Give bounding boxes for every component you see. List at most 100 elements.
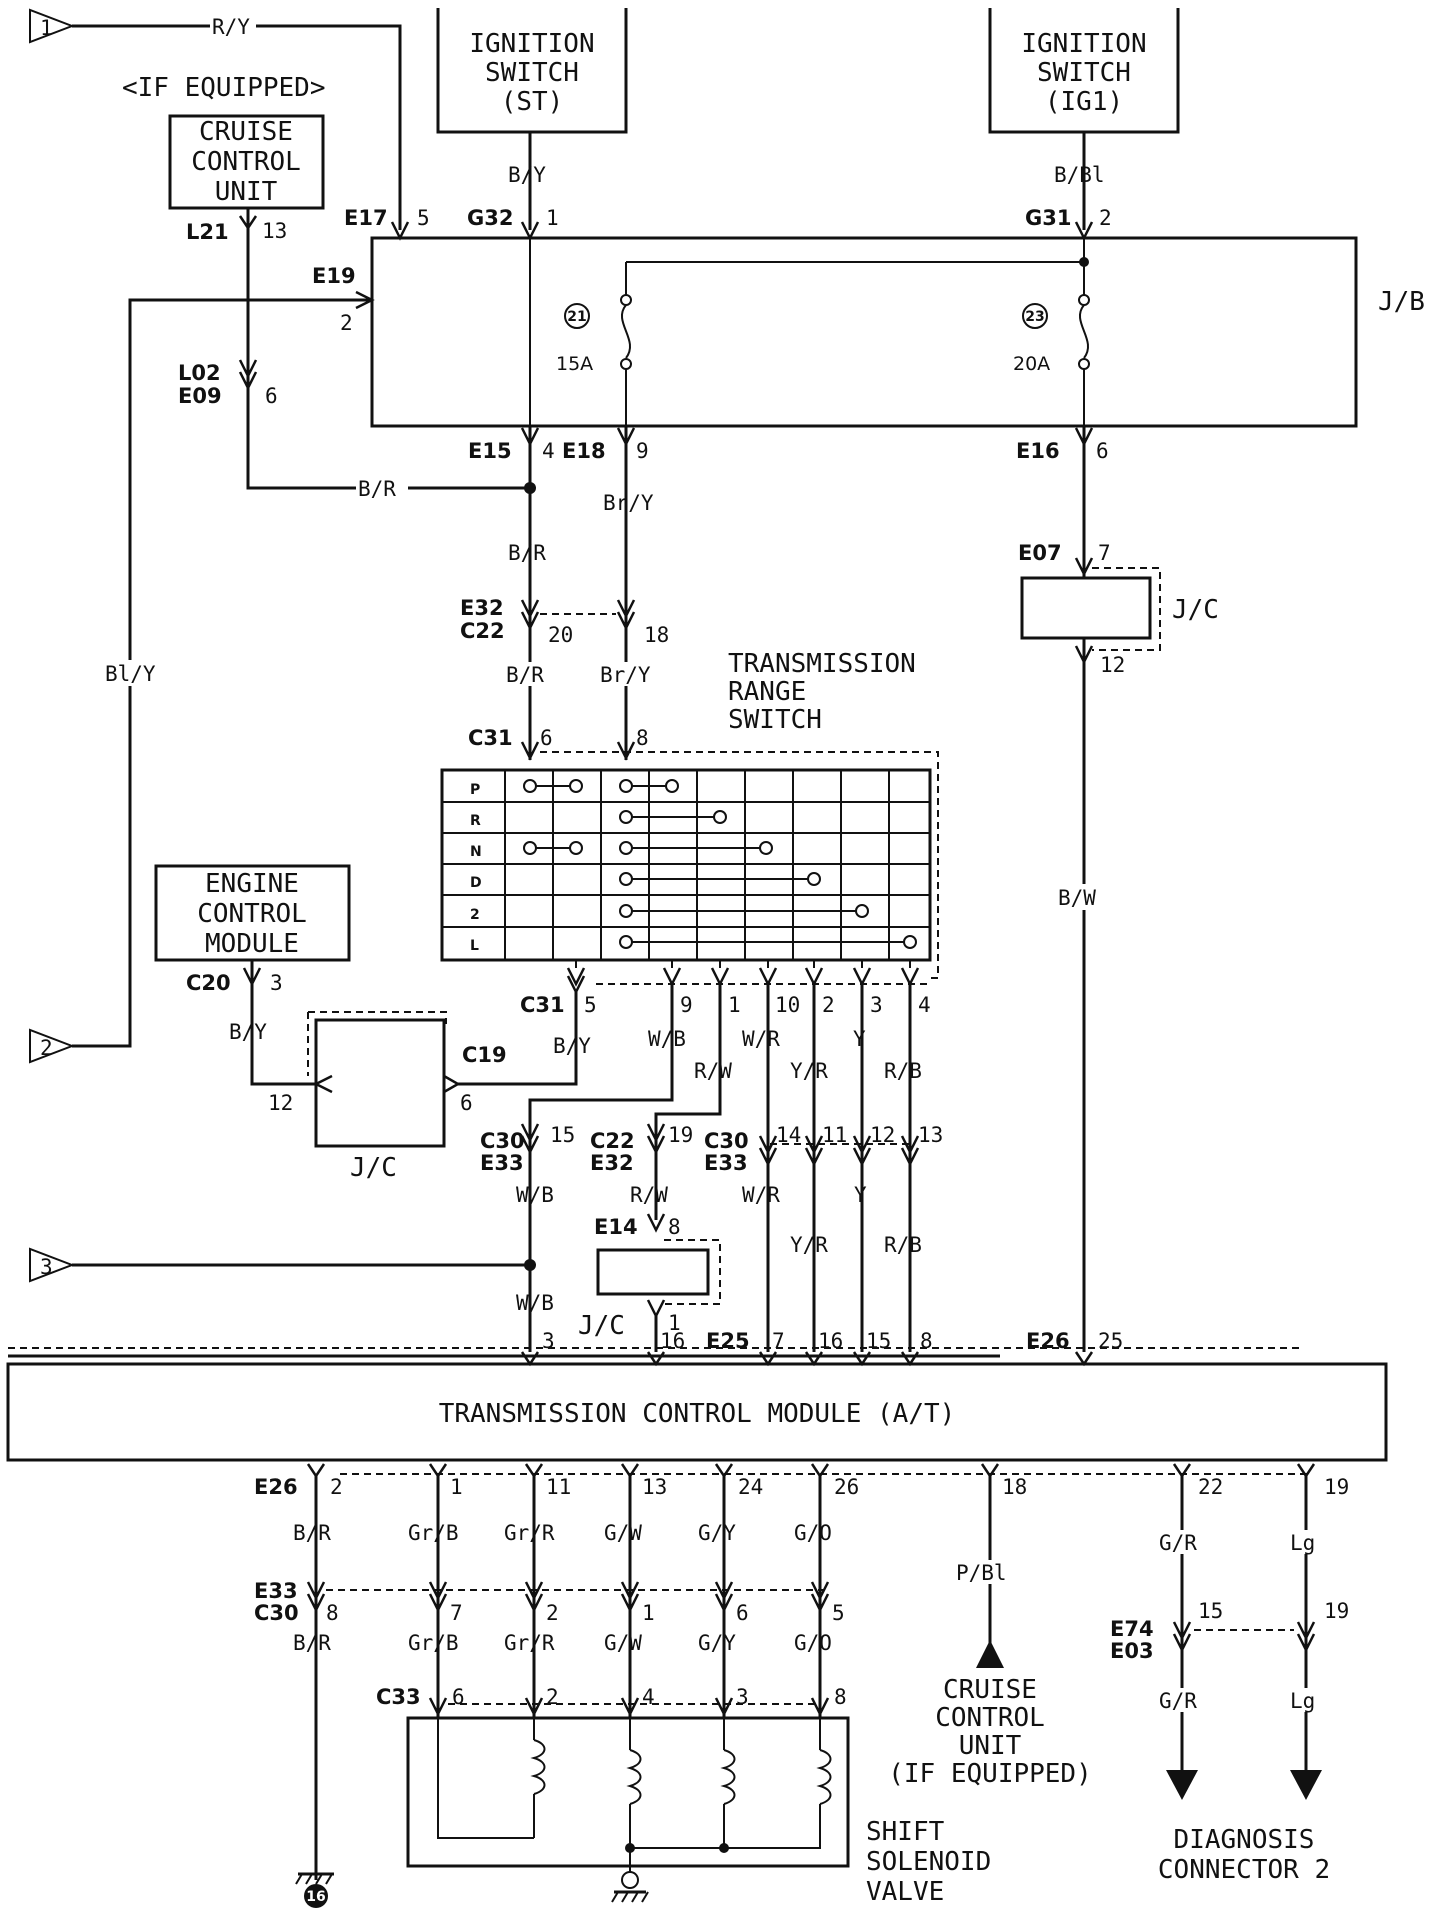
connector-e26-bottom: E26 bbox=[254, 1475, 298, 1499]
connector-c20: C20 bbox=[186, 971, 231, 995]
solenoid-coil-2-icon bbox=[626, 1749, 642, 1805]
shift-solenoid-valve bbox=[406, 1714, 850, 1903]
pin-c30-14: 14 bbox=[776, 1123, 801, 1147]
connector-l02-mark bbox=[238, 359, 258, 379]
fuse-23-amps: 20A bbox=[1013, 353, 1050, 375]
connector-e33-left: E33 bbox=[480, 1151, 524, 1175]
cruise-unit-label-2: CONTROL bbox=[191, 147, 301, 177]
wire-label-y-r-2: Y/R bbox=[790, 1233, 828, 1257]
range-position-n: N bbox=[470, 844, 482, 860]
junction-block-label: J/B bbox=[1378, 287, 1425, 317]
pin-tcm-b-24: 24 bbox=[738, 1475, 763, 1499]
offpage-ref-1: 1 bbox=[29, 8, 75, 44]
pin-c31-1: 1 bbox=[728, 993, 741, 1017]
wire-label-p-bl: P/Bl bbox=[956, 1561, 1007, 1585]
wire-label-b-y-st: B/Y bbox=[508, 163, 546, 187]
wire-label-g-o-2: G/O bbox=[794, 1631, 832, 1655]
connector-g32: G32 bbox=[467, 206, 513, 230]
wire-label-g-w-1: G/W bbox=[604, 1521, 642, 1545]
connector-c31-top: C31 bbox=[468, 726, 513, 750]
ground-16-icon: 16 bbox=[295, 1872, 334, 1908]
pin-e16: 6 bbox=[1096, 439, 1109, 463]
connector-l02: L02 bbox=[178, 361, 221, 385]
pin-e33-5: 5 bbox=[832, 1601, 845, 1625]
if-equipped-label: <IF EQUIPPED> bbox=[122, 73, 326, 103]
ign-ig1-label-3: (IG1) bbox=[1045, 87, 1123, 117]
pin-tcm-b-13: 13 bbox=[642, 1475, 667, 1499]
pin-tcm-b-19: 19 bbox=[1324, 1475, 1349, 1499]
wire-label-g-r-2: G/R bbox=[1159, 1689, 1197, 1713]
wire-label-w-r-2: W/R bbox=[742, 1183, 780, 1207]
connector-e09: E09 bbox=[178, 384, 222, 408]
pin-c22-19: 19 bbox=[668, 1123, 693, 1147]
pin-tcm-b-2: 2 bbox=[330, 1475, 343, 1499]
wire-label-b-y-ecm: B/Y bbox=[229, 1020, 267, 1044]
tcm-bottom-connectors: E26 2 1 11 13 24 26 18 22 19 bbox=[254, 1463, 1349, 1499]
pin-tcm-b-26: 26 bbox=[834, 1475, 859, 1499]
pin-e33-2: 2 bbox=[546, 1601, 559, 1625]
pin-c19-12: 12 bbox=[268, 1091, 293, 1115]
connector-c33-id: C33 bbox=[376, 1685, 421, 1709]
connector-e14: E14 bbox=[594, 1215, 638, 1239]
connector-c31-bottom: C31 5 9 1 10 2 3 4 bbox=[520, 967, 931, 1017]
pin-c31-3: 3 bbox=[870, 993, 883, 1017]
pin-tcm-b-18: 18 bbox=[1002, 1475, 1027, 1499]
pin-c31-6: 6 bbox=[540, 726, 553, 750]
cruise-unit-label-3: UNIT bbox=[215, 177, 278, 207]
pin-e14-1: 1 bbox=[668, 1311, 681, 1335]
connector-e32: E32 bbox=[460, 596, 504, 620]
pin-c30-11: 11 bbox=[822, 1123, 847, 1147]
solenoid-coil-1-icon bbox=[530, 1739, 546, 1795]
connector-e15: E15 bbox=[468, 439, 512, 463]
pin-tcm-3: 3 bbox=[542, 1329, 555, 1353]
wire-label-br-y-1: Br/Y bbox=[603, 491, 654, 515]
ground-16-number: 16 bbox=[306, 1889, 325, 1905]
wire-b-y-ecm bbox=[250, 960, 316, 1086]
cruise-bottom-label-4: (IF EQUIPPED) bbox=[888, 1759, 1092, 1789]
pin-c33-8: 8 bbox=[834, 1685, 847, 1709]
pin-e74-19: 19 bbox=[1324, 1599, 1349, 1623]
connector-l21-mark bbox=[238, 215, 258, 231]
wire-label-bl-y: Bl/Y bbox=[105, 662, 156, 686]
fuse-23-number: 23 bbox=[1025, 309, 1044, 325]
wire-w-b-c31 bbox=[528, 984, 674, 1128]
connector-c22-lower: C22 bbox=[590, 1129, 635, 1153]
connector-c30-right: C30 bbox=[704, 1129, 749, 1153]
pin-l21: 13 bbox=[262, 219, 287, 243]
wire-b-y-c31 bbox=[458, 992, 578, 1086]
solenoid-coil-3-icon bbox=[720, 1749, 736, 1805]
ign-st-label-3: (ST) bbox=[501, 87, 564, 117]
connector-e07: E07 bbox=[1018, 541, 1062, 565]
connector-c30-lower-id: C30 bbox=[254, 1601, 299, 1625]
pin-g31: 2 bbox=[1099, 206, 1112, 230]
pin-c31-4: 4 bbox=[918, 993, 931, 1017]
wire-label-g-r-1: G/R bbox=[1159, 1531, 1197, 1555]
wire-label-b-bl: B/Bl bbox=[1054, 163, 1105, 187]
tcm-top-connectors: 3 16 E25 7 16 15 8 E26 25 bbox=[520, 1329, 1123, 1367]
cruise-unit-label-1: CRUISE bbox=[199, 117, 293, 147]
pin-c33-4: 4 bbox=[642, 1685, 655, 1709]
wire-label-w-b-3: W/B bbox=[516, 1291, 554, 1315]
pin-c31-8: 8 bbox=[636, 726, 649, 750]
solenoid-label-1: SHIFT bbox=[866, 1817, 945, 1847]
wire-label-w-b-2: W/B bbox=[516, 1183, 554, 1207]
connector-e19-mark bbox=[355, 290, 375, 310]
ign-st-label-2: SWITCH bbox=[485, 58, 579, 88]
wire-label-r-y: R/Y bbox=[212, 15, 250, 39]
pin-e32-20: 20 bbox=[548, 623, 573, 647]
wire-label-g-o-1: G/O bbox=[794, 1521, 832, 1545]
connector-e33-lower: E33 C30 8 7 2 1 6 5 bbox=[254, 1579, 845, 1625]
wire-label-y-r-1: Y/R bbox=[790, 1059, 828, 1083]
connector-c30-right-mark bbox=[758, 1135, 778, 1155]
wire-label-br-y-2: Br/Y bbox=[600, 663, 651, 687]
wire-label-g-w-2: G/W bbox=[604, 1631, 642, 1655]
arrow-up-icon bbox=[976, 1640, 1004, 1668]
pin-e33-6: 6 bbox=[736, 1601, 749, 1625]
pin-g32: 1 bbox=[546, 206, 559, 230]
ecm-label-1: ENGINE bbox=[205, 869, 299, 899]
pin-c30-12: 12 bbox=[870, 1123, 895, 1147]
wire-label-b-w: B/W bbox=[1058, 886, 1096, 910]
transmission-range-switch: P R N D 2 L bbox=[440, 768, 932, 962]
connector-e74: E74 E03 15 19 bbox=[1110, 1599, 1349, 1663]
pin-c33-2: 2 bbox=[546, 1685, 559, 1709]
